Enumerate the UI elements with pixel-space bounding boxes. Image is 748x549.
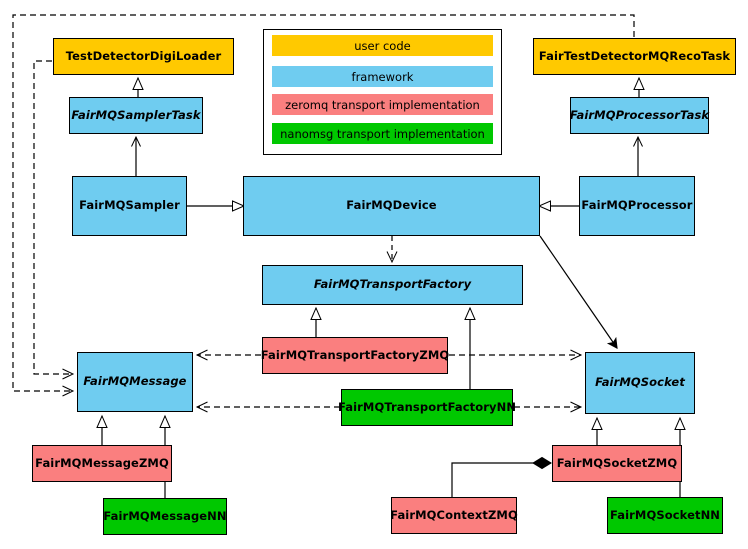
class-node-fairmqprocessortask[interactable]: FairMQProcessorTask [570,97,709,134]
class-node-fairmqtransportfactorynn[interactable]: FairMQTransportFactoryNN [337,389,517,426]
class-node-fairmqdevice[interactable]: FairMQDevice [243,176,540,236]
class-label-fairmqsocket: FairMQSocket [595,375,685,390]
class-label-fairmqsampler: FairMQSampler [79,198,180,213]
class-label-fairmqprocessortask: FairMQProcessorTask [569,107,710,122]
class-label-fairmqcontextzmq: FairMQContextZMQ [390,507,518,522]
class-label-fairmqtransportfactory: FairMQTransportFactory [313,277,472,292]
class-node-testdetectordigiloader[interactable]: TestDetectorDigiLoader [53,38,234,75]
class-label-testdetectordigiloader: TestDetectorDigiLoader [65,48,222,63]
class-label-fairmqtransportfactorynn: FairMQTransportFactoryNN [337,399,517,414]
legend-swatch-nanomsg: nanomsg transport implementation [272,123,493,144]
class-label-fairmqmessagezmq: FairMQMessageZMQ [35,455,169,470]
class-node-fairmqsampler[interactable]: FairMQSampler [72,176,187,236]
legend-label-framework: framework [351,69,414,84]
class-node-fairtestdetectormqrecotask[interactable]: FairTestDetectorMQRecoTask [533,38,736,75]
legend-swatch-zeromq: zeromq transport implementation [272,94,493,115]
class-node-fairmqmessagenn[interactable]: FairMQMessageNN [103,498,227,535]
class-label-fairmqmessage: FairMQMessage [83,374,187,389]
legend-label-zeromq: zeromq transport implementation [285,97,480,112]
class-label-fairmqmessagenn: FairMQMessageNN [103,508,227,523]
class-label-fairmqsocketzmq: FairMQSocketZMQ [556,455,678,470]
edge-device-to-socket [539,235,617,348]
edge-recotask-to-message [12,14,635,397]
class-node-fairmqprocessor[interactable]: FairMQProcessor [579,176,695,236]
class-node-fairmqcontextzmq[interactable]: FairMQContextZMQ [390,497,518,534]
edge-digiloader-to-message [33,60,75,380]
class-node-fairmqsamplertask[interactable]: FairMQSamplerTask [69,97,203,134]
class-node-fairmqsocketnn[interactable]: FairMQSocketNN [607,497,723,534]
class-label-fairmqdevice: FairMQDevice [346,198,437,213]
class-label-fairmqprocessor: FairMQProcessor [581,198,693,213]
legend-swatch-framework: framework [272,66,493,87]
class-label-fairmqsamplertask: FairMQSamplerTask [71,107,201,122]
class-node-fairmqtransportfactoryzmq[interactable]: FairMQTransportFactoryZMQ [260,337,450,374]
class-label-fairmqsocketnn: FairMQSocketNN [609,507,721,522]
legend-label-nanomsg: nanomsg transport implementation [280,126,485,141]
class-label-fairtestdetectormqrecotask: FairTestDetectorMQRecoTask [538,48,731,63]
legend-label-user-code: user code [354,38,411,53]
class-label-fairmqtransportfactoryzmq: FairMQTransportFactoryZMQ [260,347,450,362]
class-node-fairmqsocketzmq[interactable]: FairMQSocketZMQ [552,445,682,482]
class-node-fairmqmessage[interactable]: FairMQMessage [77,352,193,412]
legend-swatch-user-code: user code [272,35,493,56]
class-node-fairmqtransportfactory[interactable]: FairMQTransportFactory [262,265,523,305]
class-node-fairmqsocket[interactable]: FairMQSocket [585,352,695,414]
class-node-fairmqmessagezmq[interactable]: FairMQMessageZMQ [32,445,172,482]
